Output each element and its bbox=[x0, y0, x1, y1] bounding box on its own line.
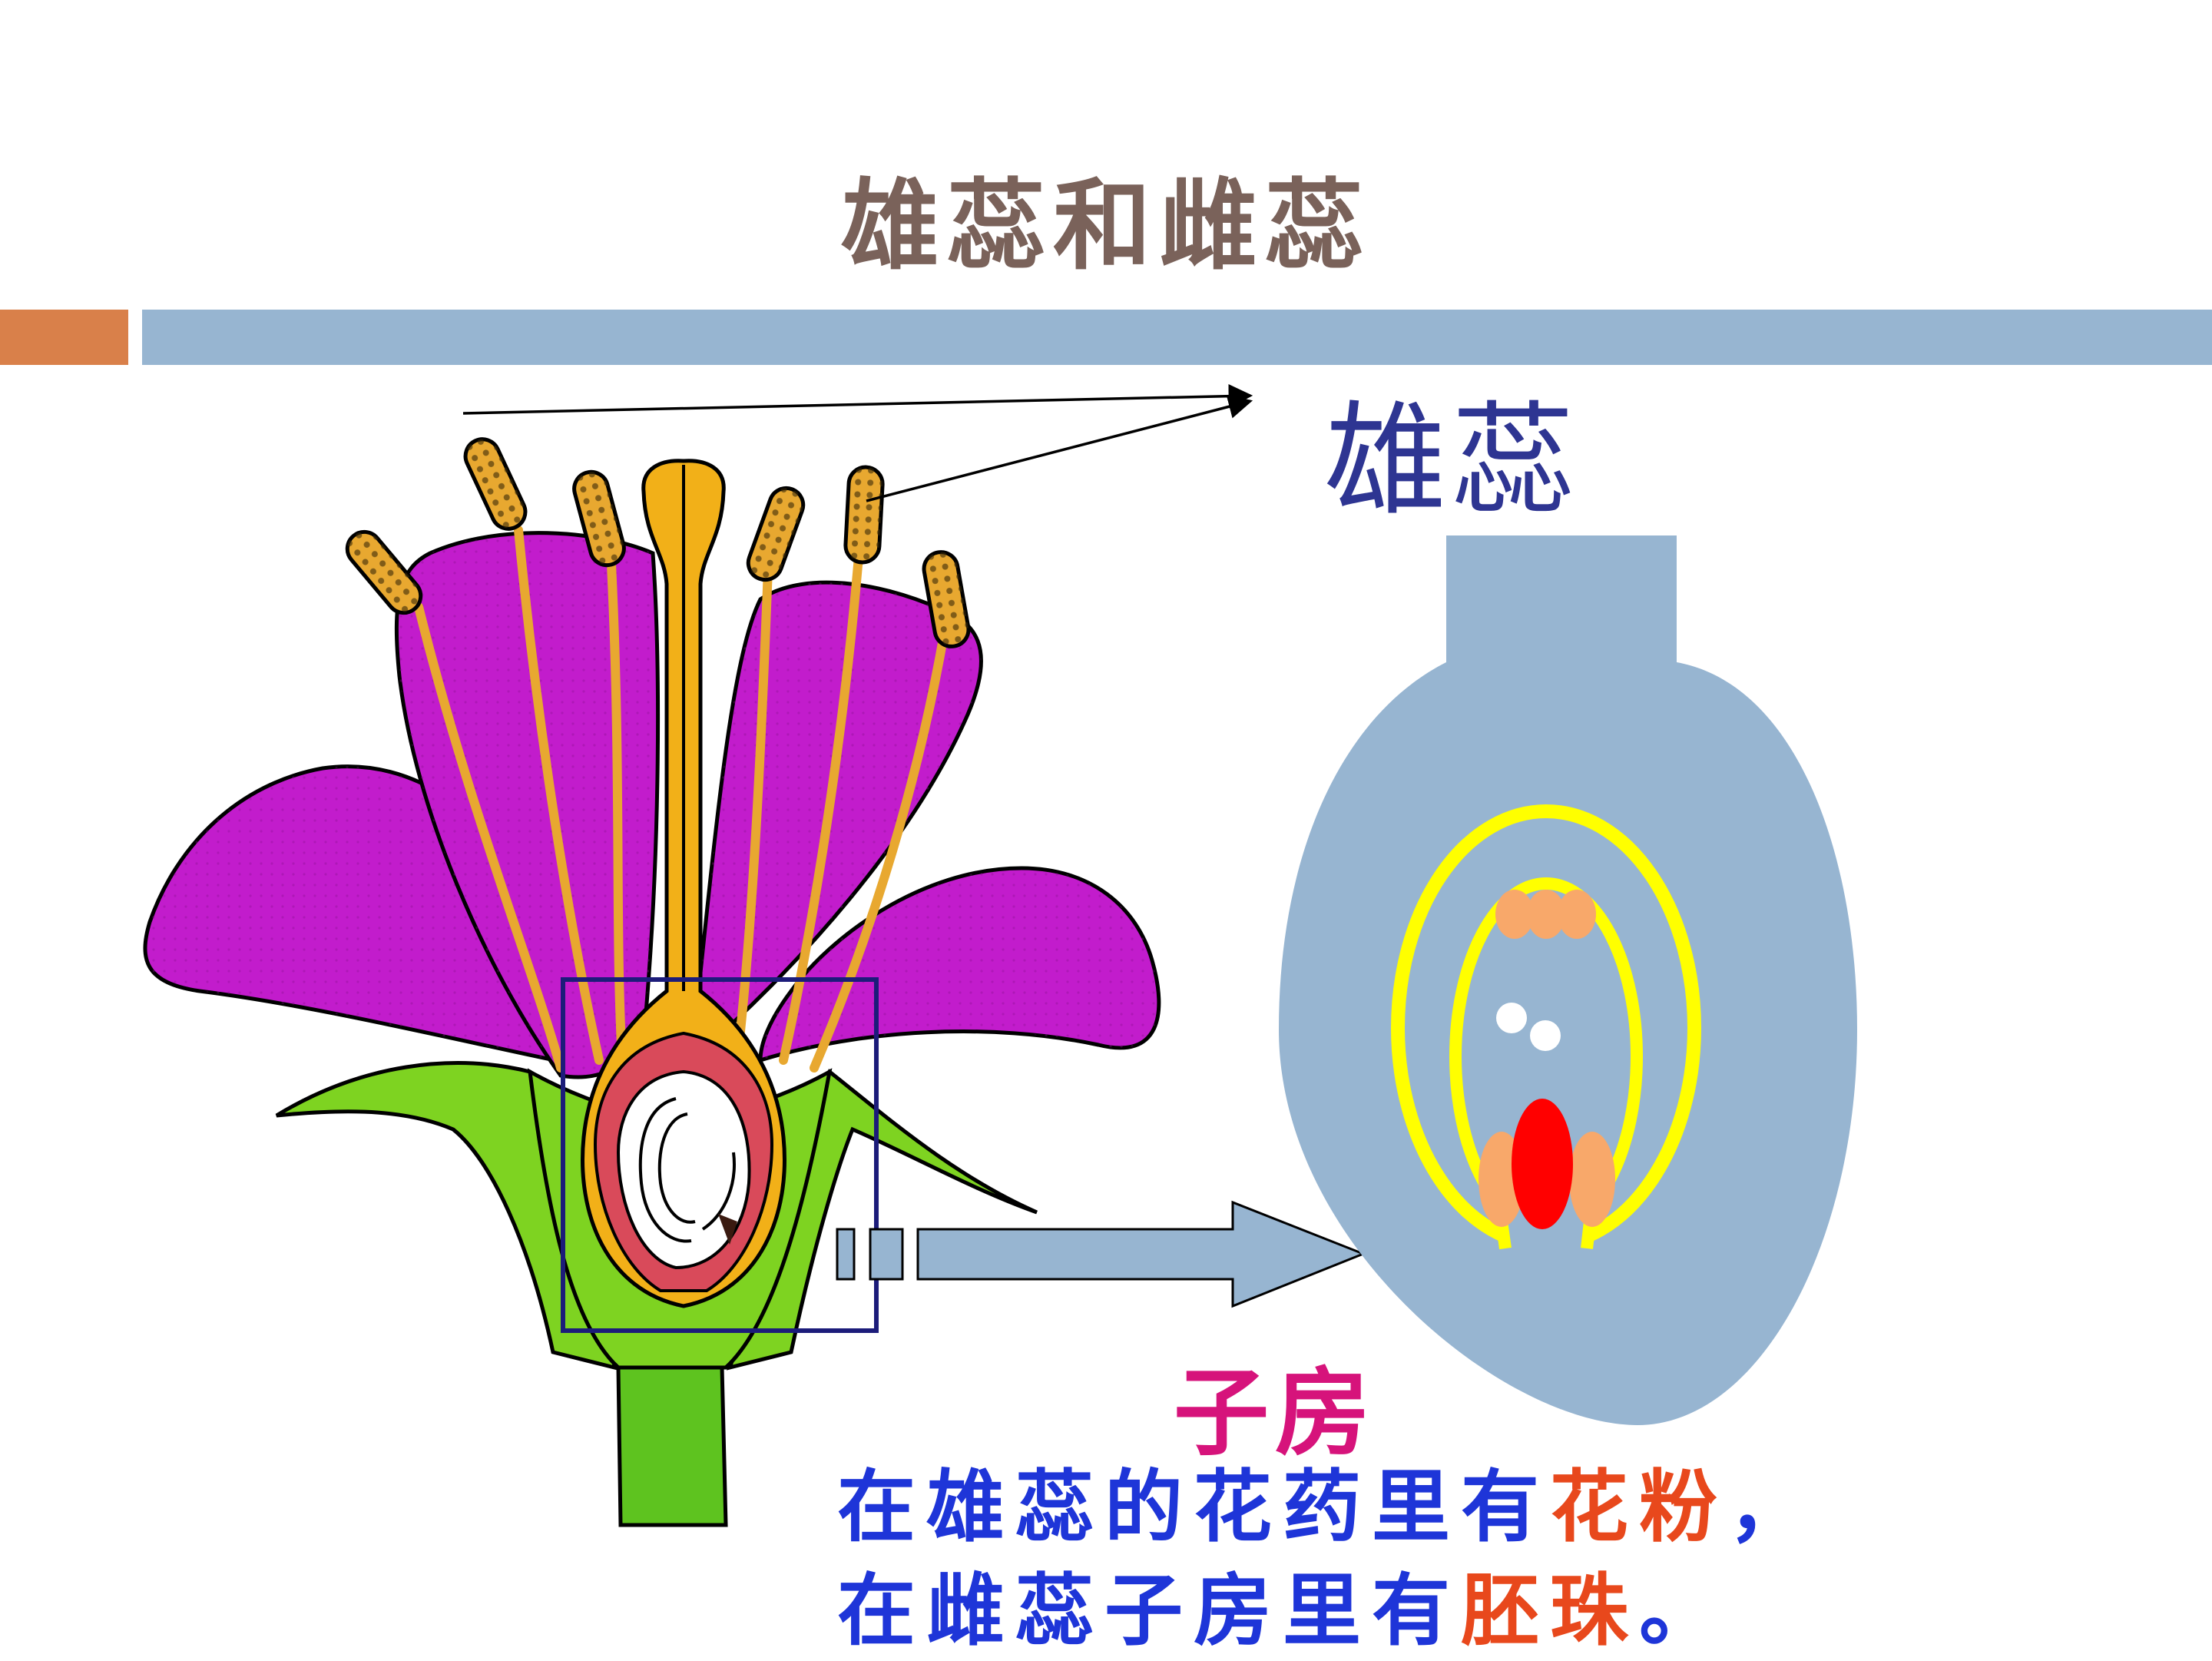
stamen-filament bbox=[606, 545, 627, 1065]
polar-nucleus bbox=[1496, 1003, 1527, 1033]
header-bar bbox=[142, 310, 2212, 365]
stamen-filament bbox=[779, 533, 865, 1065]
caption-text: 在雌蕊子房里有 bbox=[837, 1565, 1461, 1657]
ovule-integuments bbox=[638, 1097, 736, 1243]
caption-text: 在雄蕊的花药里有 bbox=[837, 1461, 1550, 1553]
antipodal-cell bbox=[1495, 890, 1534, 939]
ovary-label: 子房 bbox=[1174, 1358, 1377, 1469]
slide-title: 雄蕊和雌蕊 bbox=[840, 168, 1371, 283]
stamen-filament bbox=[810, 625, 949, 1073]
anthers bbox=[345, 437, 971, 648]
stamen-filament bbox=[733, 564, 773, 1065]
petal-left-upper-texture bbox=[396, 532, 658, 1077]
header-accent-bar bbox=[0, 310, 128, 365]
zoom-box bbox=[561, 977, 879, 1333]
caption-highlight-pollen: 花粉 bbox=[1550, 1461, 1728, 1553]
petal-right-outer-texture bbox=[760, 868, 1159, 1060]
synergid-cell bbox=[1569, 1132, 1615, 1227]
caption-punctuation: ， bbox=[1728, 1461, 1817, 1553]
ovary-zoom-body bbox=[1279, 535, 1857, 1425]
egg-cell bbox=[1512, 1099, 1573, 1229]
caption-line-2: 在雌蕊子房里有胚珠。 bbox=[837, 1548, 1728, 1661]
zoom-arrow bbox=[836, 1200, 1367, 1308]
caption-highlight-ovule: 胚珠 bbox=[1461, 1565, 1639, 1657]
stamens bbox=[414, 525, 949, 1073]
polar-nucleus bbox=[1530, 1020, 1561, 1051]
stem bbox=[616, 1365, 728, 1527]
caption-line-1: 在雄蕊的花药里有花粉， bbox=[837, 1444, 1817, 1557]
stamen-pointer-arrows bbox=[462, 383, 1253, 502]
antipodal-cell bbox=[1527, 890, 1565, 939]
stamen-filament bbox=[414, 602, 565, 1073]
caption-punctuation: 。 bbox=[1639, 1565, 1728, 1657]
stamen-label: 雄蕊 bbox=[1324, 389, 1580, 532]
stamen-filament bbox=[514, 525, 604, 1065]
antipodal-cell bbox=[1558, 890, 1596, 939]
ovary-zoom-view bbox=[1279, 535, 1857, 1425]
flower-illustration bbox=[143, 437, 1161, 1527]
